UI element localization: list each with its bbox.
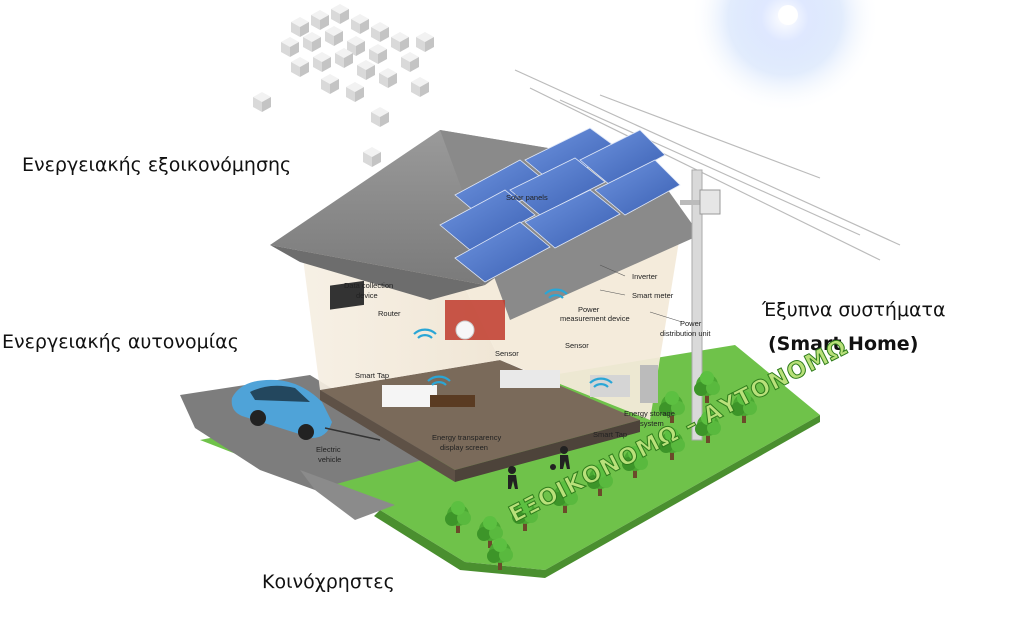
cube-cluster-icon	[253, 4, 434, 167]
callout-data-collection: Data collection	[344, 281, 393, 290]
label-smart-home: (Smart Home)	[768, 333, 919, 355]
callout-sensor-2: Sensor	[565, 341, 589, 350]
label-shared: Κοινόχρηστες	[262, 571, 395, 593]
sun-glow-icon	[690, 0, 880, 113]
callout-energy-storage: Energy storage	[624, 409, 675, 418]
callout-smart-tap-2: Smart Tap	[593, 430, 627, 439]
callout-power-measurement-2: measurement device	[560, 314, 630, 323]
label-smart-systems: Έξυπνα συστήματα	[762, 299, 946, 321]
callout-inverter: Inverter	[632, 272, 658, 281]
callout-electric-vehicle: Electric	[316, 445, 341, 454]
interior	[330, 280, 658, 407]
power-lines	[514, 69, 901, 261]
callout-data-collection-2: device	[356, 291, 378, 300]
solar-panel-icon	[439, 127, 681, 283]
callout-energy-display-2: display screen	[440, 443, 488, 452]
electric-car-icon	[231, 379, 381, 441]
callout-solar-panels: Solar panels	[506, 193, 548, 202]
callout-energy-storage-2: system	[640, 419, 664, 428]
callout-electric-vehicle-2: vehicle	[318, 455, 341, 464]
callout-power-distribution-2: distribution unit	[660, 329, 711, 338]
label-energy-saving: Ενεργειακής εξοικονόμησης	[22, 154, 292, 176]
label-energy-autonomy: Ενεργειακής αυτονομίας	[2, 331, 239, 353]
callout-sensor-1: Sensor	[495, 349, 519, 358]
callout-power-distribution: Power	[680, 319, 702, 328]
callout-router: Router	[378, 309, 401, 318]
callout-smart-meter: Smart meter	[632, 291, 674, 300]
callout-energy-display: Energy transparency	[432, 433, 501, 442]
utility-pole-icon	[680, 169, 721, 441]
wifi-signal-icon	[413, 288, 613, 388]
callout-smart-tap-1: Smart Tap	[355, 371, 389, 380]
people	[508, 446, 570, 489]
callout-power-measurement: Power	[578, 305, 600, 314]
